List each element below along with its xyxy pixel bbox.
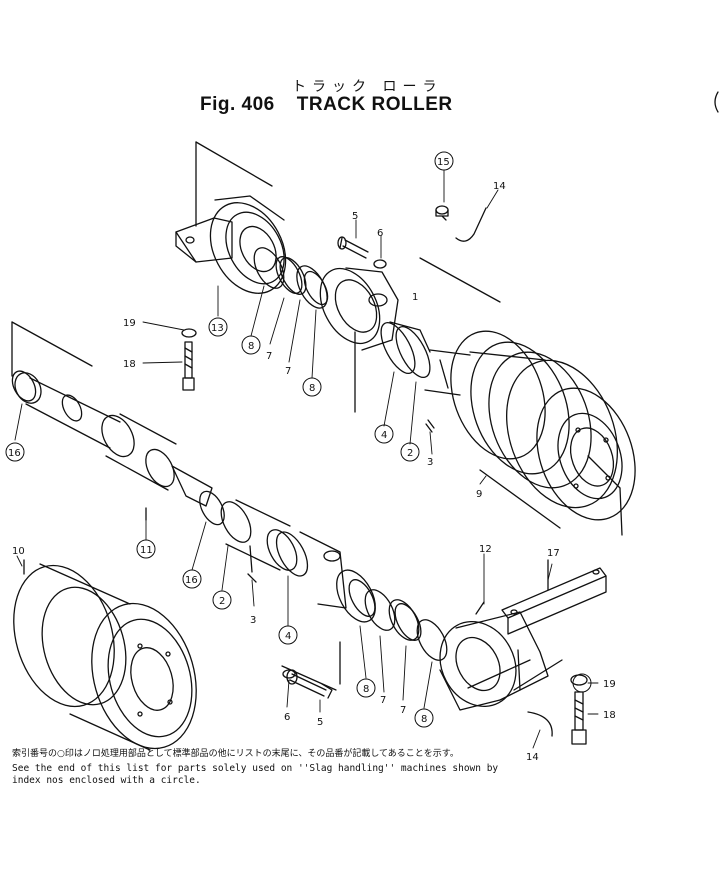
callout-13: 13 [211,323,224,334]
clip-14-upper [455,207,487,242]
callout-8-d: 8 [421,714,427,725]
callout-1: 1 [412,292,418,303]
upper-collar-1 [319,267,431,353]
callout-7-c: 7 [380,695,386,706]
lower-bracket-12 [439,601,549,711]
page-edge-mark [714,91,719,113]
callout-4-a: 4 [381,430,387,441]
note-english-line-2: index nos enclosed with a circle. [12,775,201,786]
callout-8-c: 8 [363,684,369,695]
callout-10: 10 [12,546,25,557]
callout-2-b: 2 [219,596,225,607]
bolt-18-19-upper [181,328,197,391]
callout-8-a: 8 [248,341,254,352]
bolt-5-lower [286,669,333,699]
figure-title: Fig. 406 TRACK ROLLER [200,94,453,116]
lower-seal-rings [336,569,448,661]
lower-collar-1 [220,499,347,609]
callout-11: 11 [140,545,153,556]
track-roller-9 [450,330,636,529]
callout-9: 9 [476,489,482,500]
callout-14-a: 14 [493,181,506,192]
callout-7-d: 7 [400,705,406,716]
upper-bracket-13 [175,195,287,294]
track-roller-10 [13,559,197,751]
lower-guide-line [281,641,341,691]
guard-17 [501,559,607,635]
upper-shaft-stub [424,349,471,396]
callout-2-a: 2 [407,448,413,459]
callout-5-b: 5 [317,717,323,728]
bolt-5-upper [337,236,369,259]
callout-3-a: 3 [427,457,433,468]
shaft-11 [14,372,213,521]
upper-o-rings [380,321,431,379]
figure-name: TRACK ROLLER [296,94,453,115]
callout-16-a: 16 [8,448,21,459]
callout-8-b: 8 [309,383,315,394]
callout-12: 12 [479,544,492,555]
clip-14-lower [527,711,553,737]
leader-lines [14,169,599,749]
lower-right-guide [513,659,563,691]
snap-rings-16 [11,370,225,526]
callout-16-b: 16 [185,575,198,586]
pin-3-upper [425,419,435,433]
callout-4-b: 4 [285,631,291,642]
washer-6-upper [373,259,387,269]
upper-seal-rings [253,247,329,309]
callout-7-a: 7 [266,351,272,362]
callout-6-b: 6 [284,712,290,723]
washer-6-lower [282,669,296,679]
callout-18-a: 18 [123,359,136,370]
callout-circles [5,151,592,728]
callout-15: 15 [437,157,450,168]
callout-7-b: 7 [285,366,291,377]
figure-number: Fig. 406 [200,94,275,115]
callout-labels: 13 8 7 7 8 5 6 15 14 4 2 3 9 19 18 16 11… [8,157,616,763]
callout-19-a: 19 [123,318,136,329]
note-english-line-1: See the end of this list for parts solel… [12,763,499,774]
callout-14-b: 14 [526,752,539,763]
plug-15 [435,205,449,221]
upper-assembly-guides [11,141,623,536]
callout-6-a: 6 [377,228,383,239]
note-japanese: 索引番号の○印はノロ処理用部品として標準部品の他にリストの末尾に、その品番が記載… [12,749,459,759]
callout-17: 17 [547,548,560,559]
title-japanese: トラック ローラ [292,79,443,95]
callout-18-b: 18 [603,710,616,721]
callout-5-a: 5 [352,211,358,222]
callout-19-b: 19 [603,679,616,690]
callout-3-b: 3 [250,615,256,626]
